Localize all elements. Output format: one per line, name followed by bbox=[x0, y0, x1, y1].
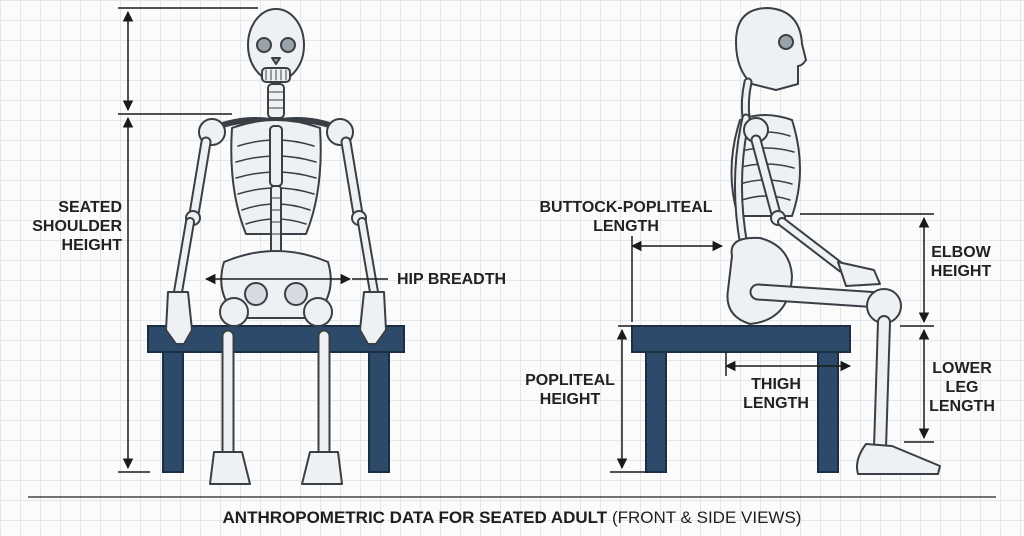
label-lower-leg-length: LOWER LEG LENGTH bbox=[929, 360, 995, 415]
label-hip-breadth: HIP BREADTH bbox=[397, 271, 507, 288]
bench-front bbox=[147, 325, 405, 473]
label-buttock-popliteal-length: BUTTOCK-POPLITEAL LENGTH bbox=[539, 199, 713, 235]
label-thigh-length: THIGH LENGTH bbox=[743, 376, 809, 412]
dimensions-front bbox=[118, 7, 388, 473]
skeleton-front-figure bbox=[165, 8, 387, 485]
label-popliteal-height: POPLITEAL HEIGHT bbox=[525, 372, 615, 408]
dimensions-side bbox=[610, 213, 934, 473]
label-elbow-height: ELBOW HEIGHT bbox=[930, 244, 992, 280]
caption-title: ANTHROPOMETRIC DATA FOR SEATED ADULT bbox=[222, 508, 608, 527]
label-seated-shoulder-height: SEATED SHOULDER HEIGHT bbox=[32, 199, 122, 254]
caption-views: (FRONT & SIDE VIEWS) bbox=[611, 508, 802, 527]
bench-side bbox=[631, 325, 851, 473]
figure-caption: ANTHROPOMETRIC DATA FOR SEATED ADULT (FR… bbox=[0, 508, 1024, 528]
skeleton-side-figure bbox=[726, 7, 941, 475]
